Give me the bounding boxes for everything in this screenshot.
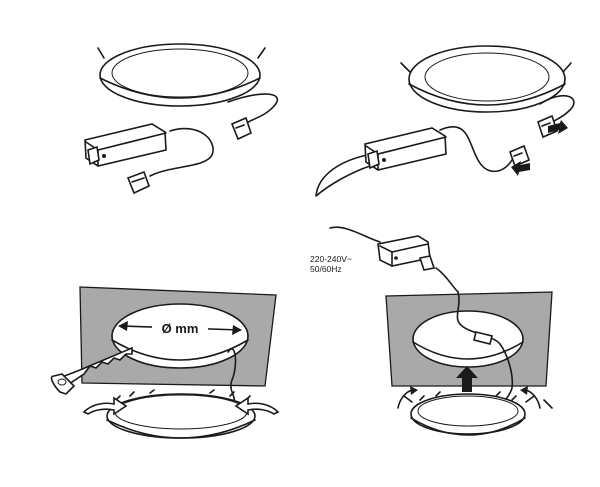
jigsaw-icon	[50, 346, 133, 395]
downlight-panel-3	[106, 389, 256, 439]
panel-2-connection	[315, 45, 575, 197]
dimension-line: Ø mm	[118, 320, 242, 336]
ceiling-panel-3	[79, 286, 277, 387]
panel-1-components	[84, 43, 278, 195]
panel-3-cutting: Ø mm	[50, 286, 280, 439]
driver-box-icon	[377, 235, 436, 271]
downlight-panel-2	[400, 45, 572, 113]
connector-icon	[508, 144, 531, 168]
arrow-diagonal-icon	[511, 161, 530, 176]
curved-arrow-icon	[82, 396, 128, 416]
cable-panel-4	[329, 226, 459, 293]
spring-clip-icon	[403, 395, 553, 409]
curved-arrow-icon	[520, 386, 541, 409]
driver-box-icon	[84, 123, 167, 167]
cable-panel-4-through	[456, 291, 514, 407]
ceiling-panel-4	[385, 291, 553, 387]
voltage-label-line-1: 220-240V~	[310, 254, 352, 264]
arrow-diagonal-icon	[548, 120, 568, 134]
cutout-label: Ø mm	[162, 321, 199, 336]
driver-box-icon	[364, 127, 447, 171]
cable-panel-3	[227, 348, 237, 403]
voltage-label-line-2: 50/60Hz	[310, 264, 342, 274]
panel-4-mounting: 220-240V~ 50/60Hz	[310, 226, 553, 436]
cable-panel-1	[149, 93, 278, 177]
connector-icon	[230, 116, 252, 141]
connector-icon	[126, 170, 150, 195]
curved-arrow-icon	[234, 396, 280, 416]
curved-arrow-icon	[397, 386, 418, 409]
downlight-panel-4	[410, 391, 526, 436]
arrow-up-icon	[456, 366, 478, 392]
downlight-panel-1	[97, 43, 266, 107]
